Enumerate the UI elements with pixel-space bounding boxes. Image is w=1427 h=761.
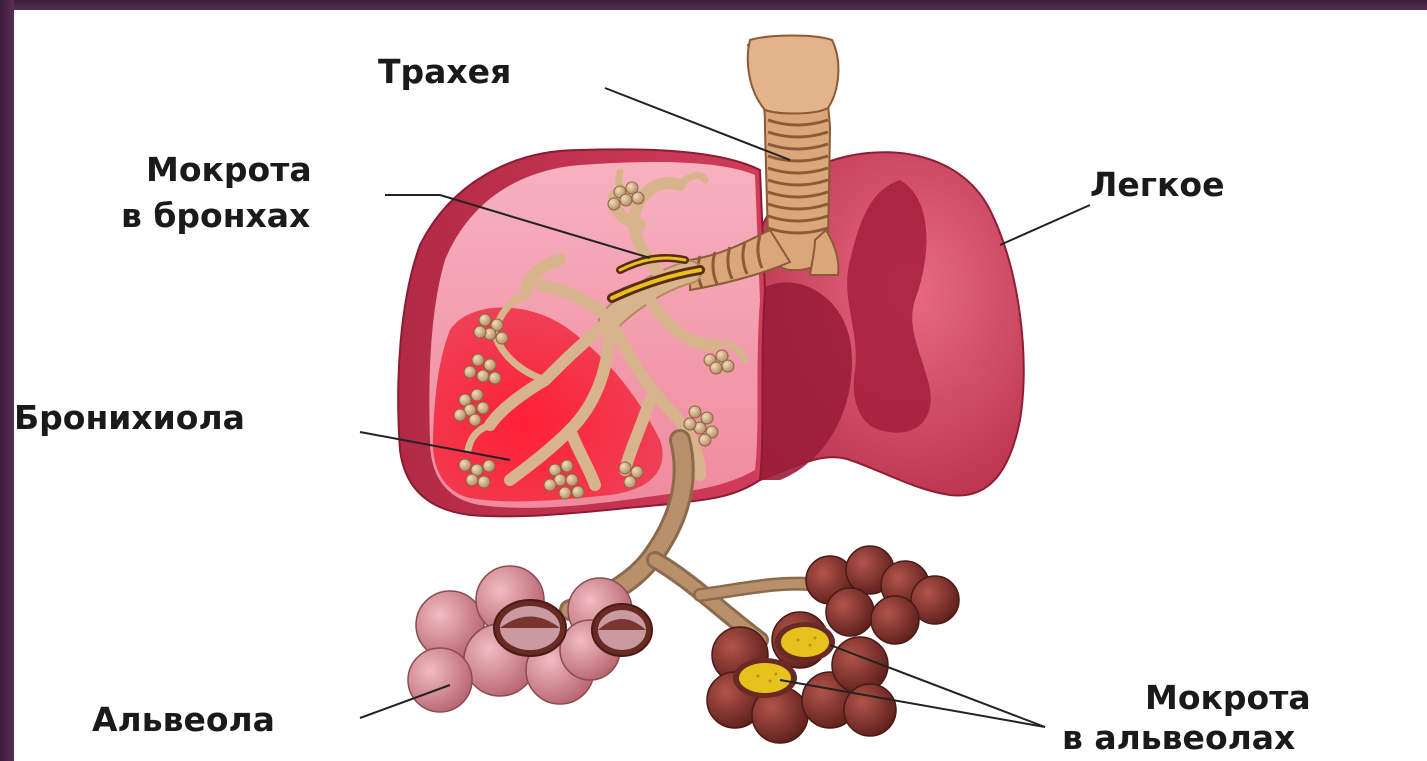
- leader-lung: [1000, 205, 1090, 245]
- label-sputum-alveoli-line1: Мокрота: [1145, 678, 1311, 718]
- label-trachea: Трахея: [378, 52, 511, 92]
- label-sputum-bronchi-line2: в бронхах: [121, 196, 310, 236]
- label-alveolus: Альвеола: [92, 700, 275, 740]
- alveoli-cluster-brown-upper: [806, 546, 959, 644]
- label-sputum-bronchi-line1: Мокрота: [146, 150, 312, 190]
- label-sputum-alveoli-line2: в альвеолах: [1062, 718, 1295, 758]
- label-lung: Легкое: [1090, 165, 1224, 205]
- label-bronchiole: Бронихиола: [14, 398, 245, 438]
